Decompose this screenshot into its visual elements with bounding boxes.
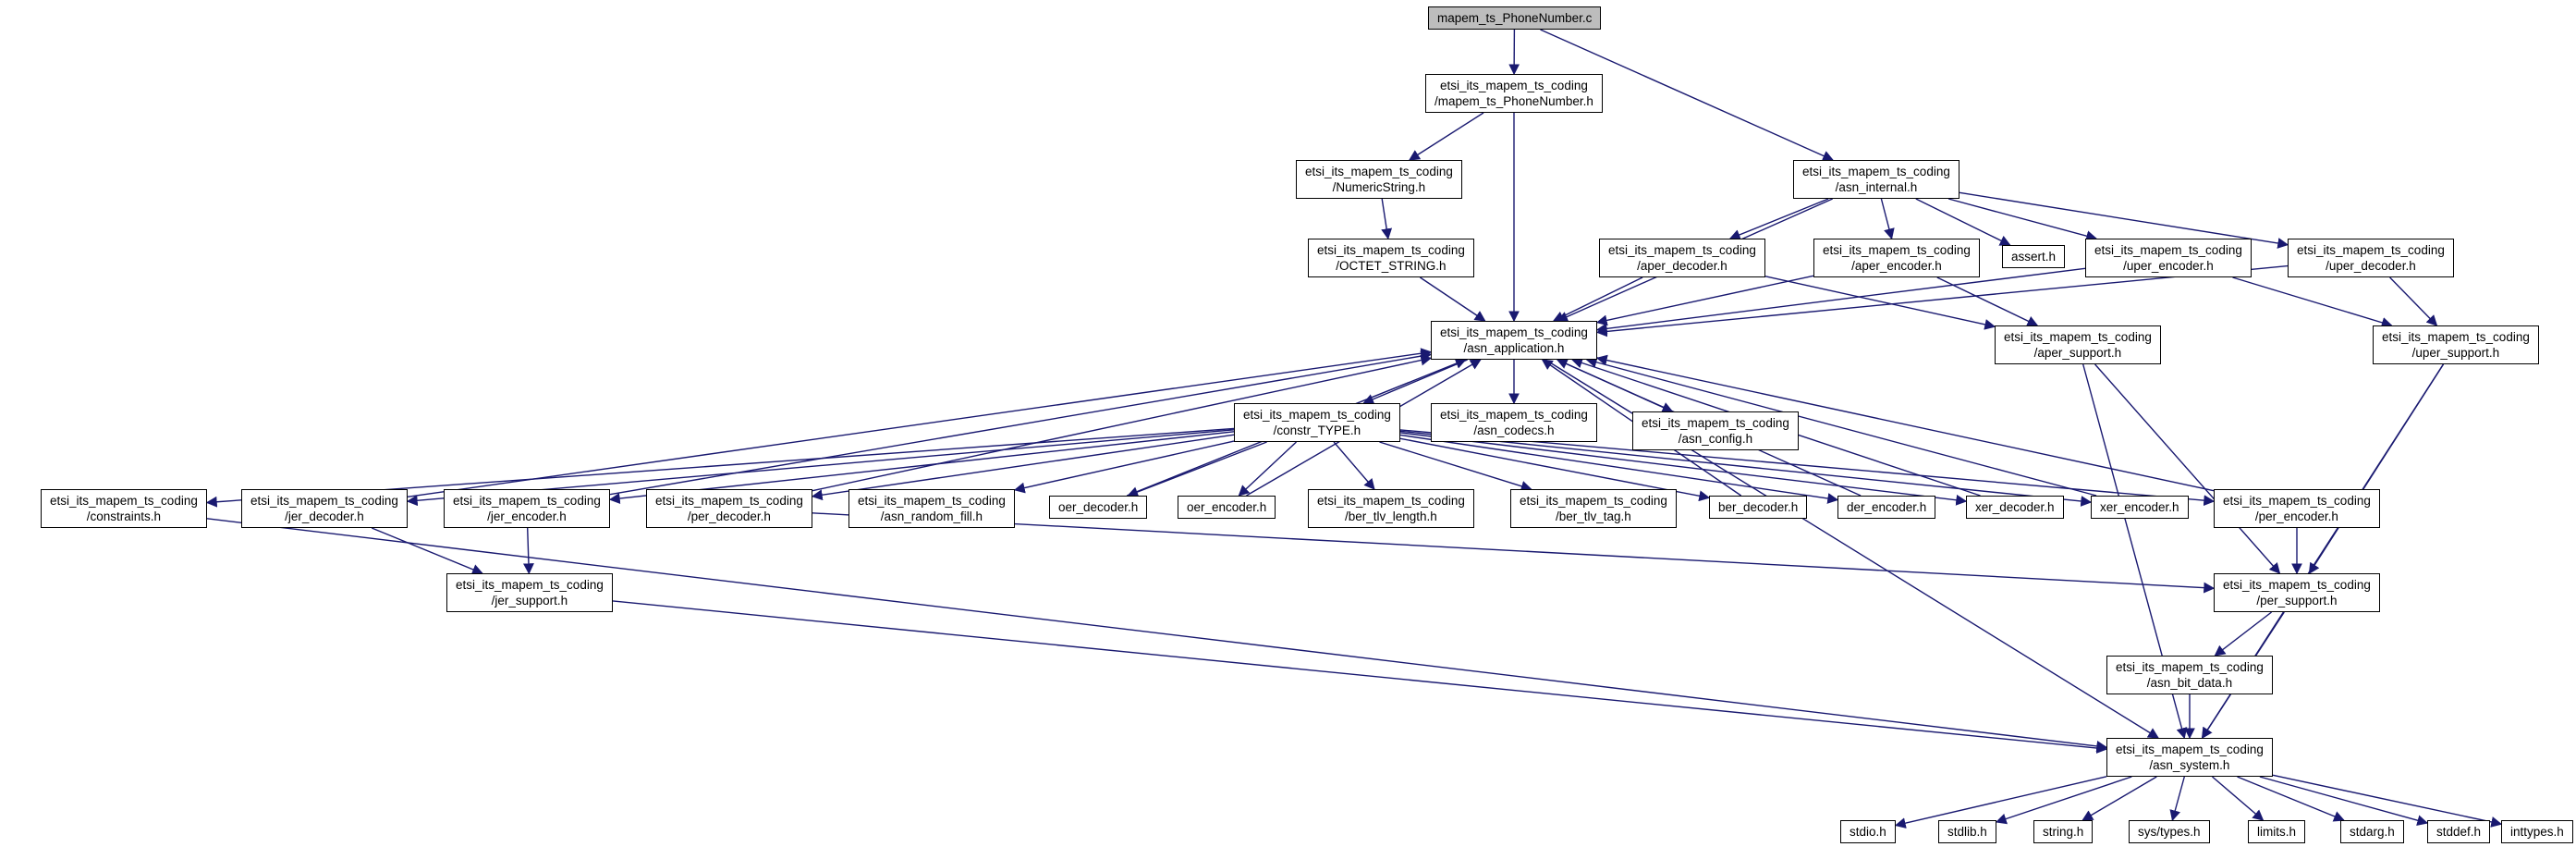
include-edge-constr-type-h--ber-tlv-length-h [1333,441,1375,490]
include-edge-asn-system-h--sys-types-h [2169,776,2185,822]
include-edge-constr-type-h--per-decoder-h [811,434,1235,501]
include-edge-constr-type-h--oer-decoder-h [1127,441,1267,497]
include-edge-uper-encoder-h--uper-support-h [2232,276,2393,328]
include-edge-jer-encoder-h--jer-support-h [523,527,534,575]
graph-node-constraints-h[interactable]: etsi_its_mapem_ts_coding /constraints.h [41,489,207,528]
include-edge-jer-decoder-h--jer-support-h [371,527,483,575]
graph-node-assert-h[interactable]: assert.h [2002,245,2066,268]
graph-node-stdlib-h[interactable]: stdlib.h [1938,820,1996,843]
graph-node-stdarg-h[interactable]: stdarg.h [2340,820,2404,843]
include-edge-constr-type-h--asn-random-fill-h [1013,440,1235,494]
include-edge-jer-support-h--asn-system-h [612,600,2108,754]
include-edge-uper-encoder-h--asn-application-h [1595,267,2086,335]
include-edge-constraints-h--asn-system-h [206,518,2108,752]
graph-node-oer-decoder-h[interactable]: oer_decoder.h [1049,496,1148,519]
include-edge-constr-type-h--der-encoder-h [1399,434,1839,504]
graph-node-constr-type-h[interactable]: etsi_its_mapem_ts_coding /constr_TYPE.h [1234,403,1400,442]
include-edge-aper-decoder-h--asn-application-h [1552,276,1643,322]
graph-node-per-decoder-h[interactable]: etsi_its_mapem_ts_coding /per_decoder.h [646,489,812,528]
include-edge-asn-internal-h--aper-encoder-h [1880,198,1895,240]
include-edge-per-support-h--asn-bit-data-h [2214,611,2273,657]
include-edge-constr-type-h--ber-decoder-h [1399,437,1711,502]
graph-node-asn-application-h[interactable]: etsi_its_mapem_ts_coding /asn_applicatio… [1431,321,1597,360]
graph-node-xer-encoder-h[interactable]: xer_encoder.h [2091,496,2189,519]
graph-node-inttypes-h[interactable]: inttypes.h [2501,820,2573,843]
include-edge-aper-decoder-h--aper-support-h [1764,276,1996,330]
include-edge-constr-type-h--xer-decoder-h [1399,432,1968,506]
graph-node-limits-h[interactable]: limits.h [2248,820,2306,843]
graph-node-uper-encoder-h[interactable]: etsi_its_mapem_ts_coding /uper_encoder.h [2085,239,2252,277]
graph-node-jer-decoder-h[interactable]: etsi_its_mapem_ts_coding /jer_decoder.h [241,489,408,528]
graph-node-oer-encoder-h[interactable]: oer_encoder.h [1178,496,1276,519]
graph-node-octet-string-h[interactable]: etsi_its_mapem_ts_coding /OCTET_STRING.h [1308,239,1474,277]
graph-node-per-support-h[interactable]: etsi_its_mapem_ts_coding /per_support.h [2214,573,2380,612]
include-edge-asn-internal-h--assert-h [1915,198,2011,246]
include-edge-per-decoder-h--per-support-h [812,512,2216,594]
include-edge-constr-type-h--jer-encoder-h [608,431,1235,504]
graph-node-asn-system-h[interactable]: etsi_its_mapem_ts_coding /asn_system.h [2106,738,2273,777]
graph-node-sys-types-h[interactable]: sys/types.h [2129,820,2210,843]
graph-node-per-encoder-h[interactable]: etsi_its_mapem_ts_coding /per_encoder.h [2214,489,2380,528]
graph-node-numeric-string-h[interactable]: etsi_its_mapem_ts_coding /NumericString.… [1296,160,1462,199]
include-edge-mapem-ts-phonenumber-h--numeric-string-h [1408,112,1484,161]
graph-node-asn-internal-h[interactable]: etsi_its_mapem_ts_coding /asn_internal.h [1793,160,1959,199]
graph-node-mapem-ts-phonenumber-c[interactable]: mapem_ts_PhoneNumber.c [1428,6,1602,30]
include-edge-octet-string-h--asn-application-h [1420,276,1486,322]
include-edge-asn-application-h--constr-type-h [1362,359,1468,405]
graph-node-ber-tlv-tag-h[interactable]: etsi_its_mapem_ts_coding /ber_tlv_tag.h [1510,489,1677,528]
include-edge-per-decoder-h--asn-application-h [812,354,1433,492]
graph-node-stdio-h[interactable]: stdio.h [1840,820,1896,843]
include-edge-uper-decoder-h--uper-support-h [2389,276,2438,326]
include-edge-constr-type-h--xer-encoder-h [1399,430,2093,507]
include-edge-jer-decoder-h--asn-application-h [407,348,1433,497]
include-edge-asn-system-h--inttypes-h [2272,774,2503,828]
include-edge-constr-type-h--oer-encoder-h [1238,441,1297,497]
graph-node-string-h[interactable]: string.h [2033,820,2094,843]
graph-node-jer-support-h[interactable]: etsi_its_mapem_ts_coding /jer_support.h [446,573,613,612]
graph-node-mapem-ts-phonenumber-h[interactable]: etsi_its_mapem_ts_coding /mapem_ts_Phone… [1425,74,1603,113]
graph-node-aper-decoder-h[interactable]: etsi_its_mapem_ts_coding /aper_decoder.h [1599,239,1765,277]
graph-node-asn-codecs-h[interactable]: etsi_its_mapem_ts_coding /asn_codecs.h [1431,403,1597,442]
graph-node-jer-encoder-h[interactable]: etsi_its_mapem_ts_coding /jer_encoder.h [444,489,610,528]
graph-node-der-encoder-h[interactable]: der_encoder.h [1837,496,1936,519]
include-edge-asn-system-h--stdarg-h [2237,776,2345,822]
graph-node-stddef-h[interactable]: stddef.h [2427,820,2491,843]
include-edge-jer-encoder-h--asn-application-h [609,350,1433,496]
graph-node-aper-encoder-h[interactable]: etsi_its_mapem_ts_coding /aper_encoder.h [1813,239,1980,277]
graph-node-asn-random-fill-h[interactable]: etsi_its_mapem_ts_coding /asn_random_fil… [848,489,1015,528]
include-edge-asn-system-h--stddef-h [2259,776,2429,826]
graph-node-ber-decoder-h[interactable]: ber_decoder.h [1709,496,1808,519]
include-edge-constr-type-h--ber-tlv-tag-h [1379,441,1532,492]
include-edge-asn-system-h--stdlib-h [1995,776,2132,825]
graph-node-aper-support-h[interactable]: etsi_its_mapem_ts_coding /aper_support.h [1995,325,2161,364]
graph-node-uper-support-h[interactable]: etsi_its_mapem_ts_coding /uper_support.h [2373,325,2539,364]
include-edge-asn-system-h--string-h [2082,776,2157,821]
include-edge-per-encoder-h--asn-application-h [1595,354,2215,492]
include-edge-asn-system-h--limits-h [2212,776,2265,821]
include-edge-mapem-ts-phonenumber-c--asn-internal-h [1540,29,1834,162]
include-edge-asn-internal-h--uper-encoder-h [1947,198,2098,241]
include-edge-asn-system-h--stdio-h [1894,776,2107,829]
graph-node-uper-decoder-h[interactable]: etsi_its_mapem_ts_coding /uper_decoder.h [2288,239,2454,277]
include-edge-xer-encoder-h--asn-application-h [1585,357,2097,497]
graph-node-asn-config-h[interactable]: etsi_its_mapem_ts_coding /asn_config.h [1632,411,1799,450]
include-edge-asn-internal-h--uper-decoder-h [1959,191,2289,249]
graph-node-ber-tlv-length-h[interactable]: etsi_its_mapem_ts_coding /ber_tlv_length… [1308,489,1474,528]
include-edge-aper-encoder-h--asn-application-h [1595,275,1814,326]
graph-node-xer-decoder-h[interactable]: xer_decoder.h [1966,496,2064,519]
include-edge-asn-internal-h--aper-decoder-h [1728,198,1829,240]
include-edge-aper-support-h--per-support-h [2094,363,2281,574]
include-edge-numeric-string-h--octet-string-h [1381,198,1393,240]
graph-node-asn-bit-data-h[interactable]: etsi_its_mapem_ts_coding /asn_bit_data.h [2106,656,2273,694]
